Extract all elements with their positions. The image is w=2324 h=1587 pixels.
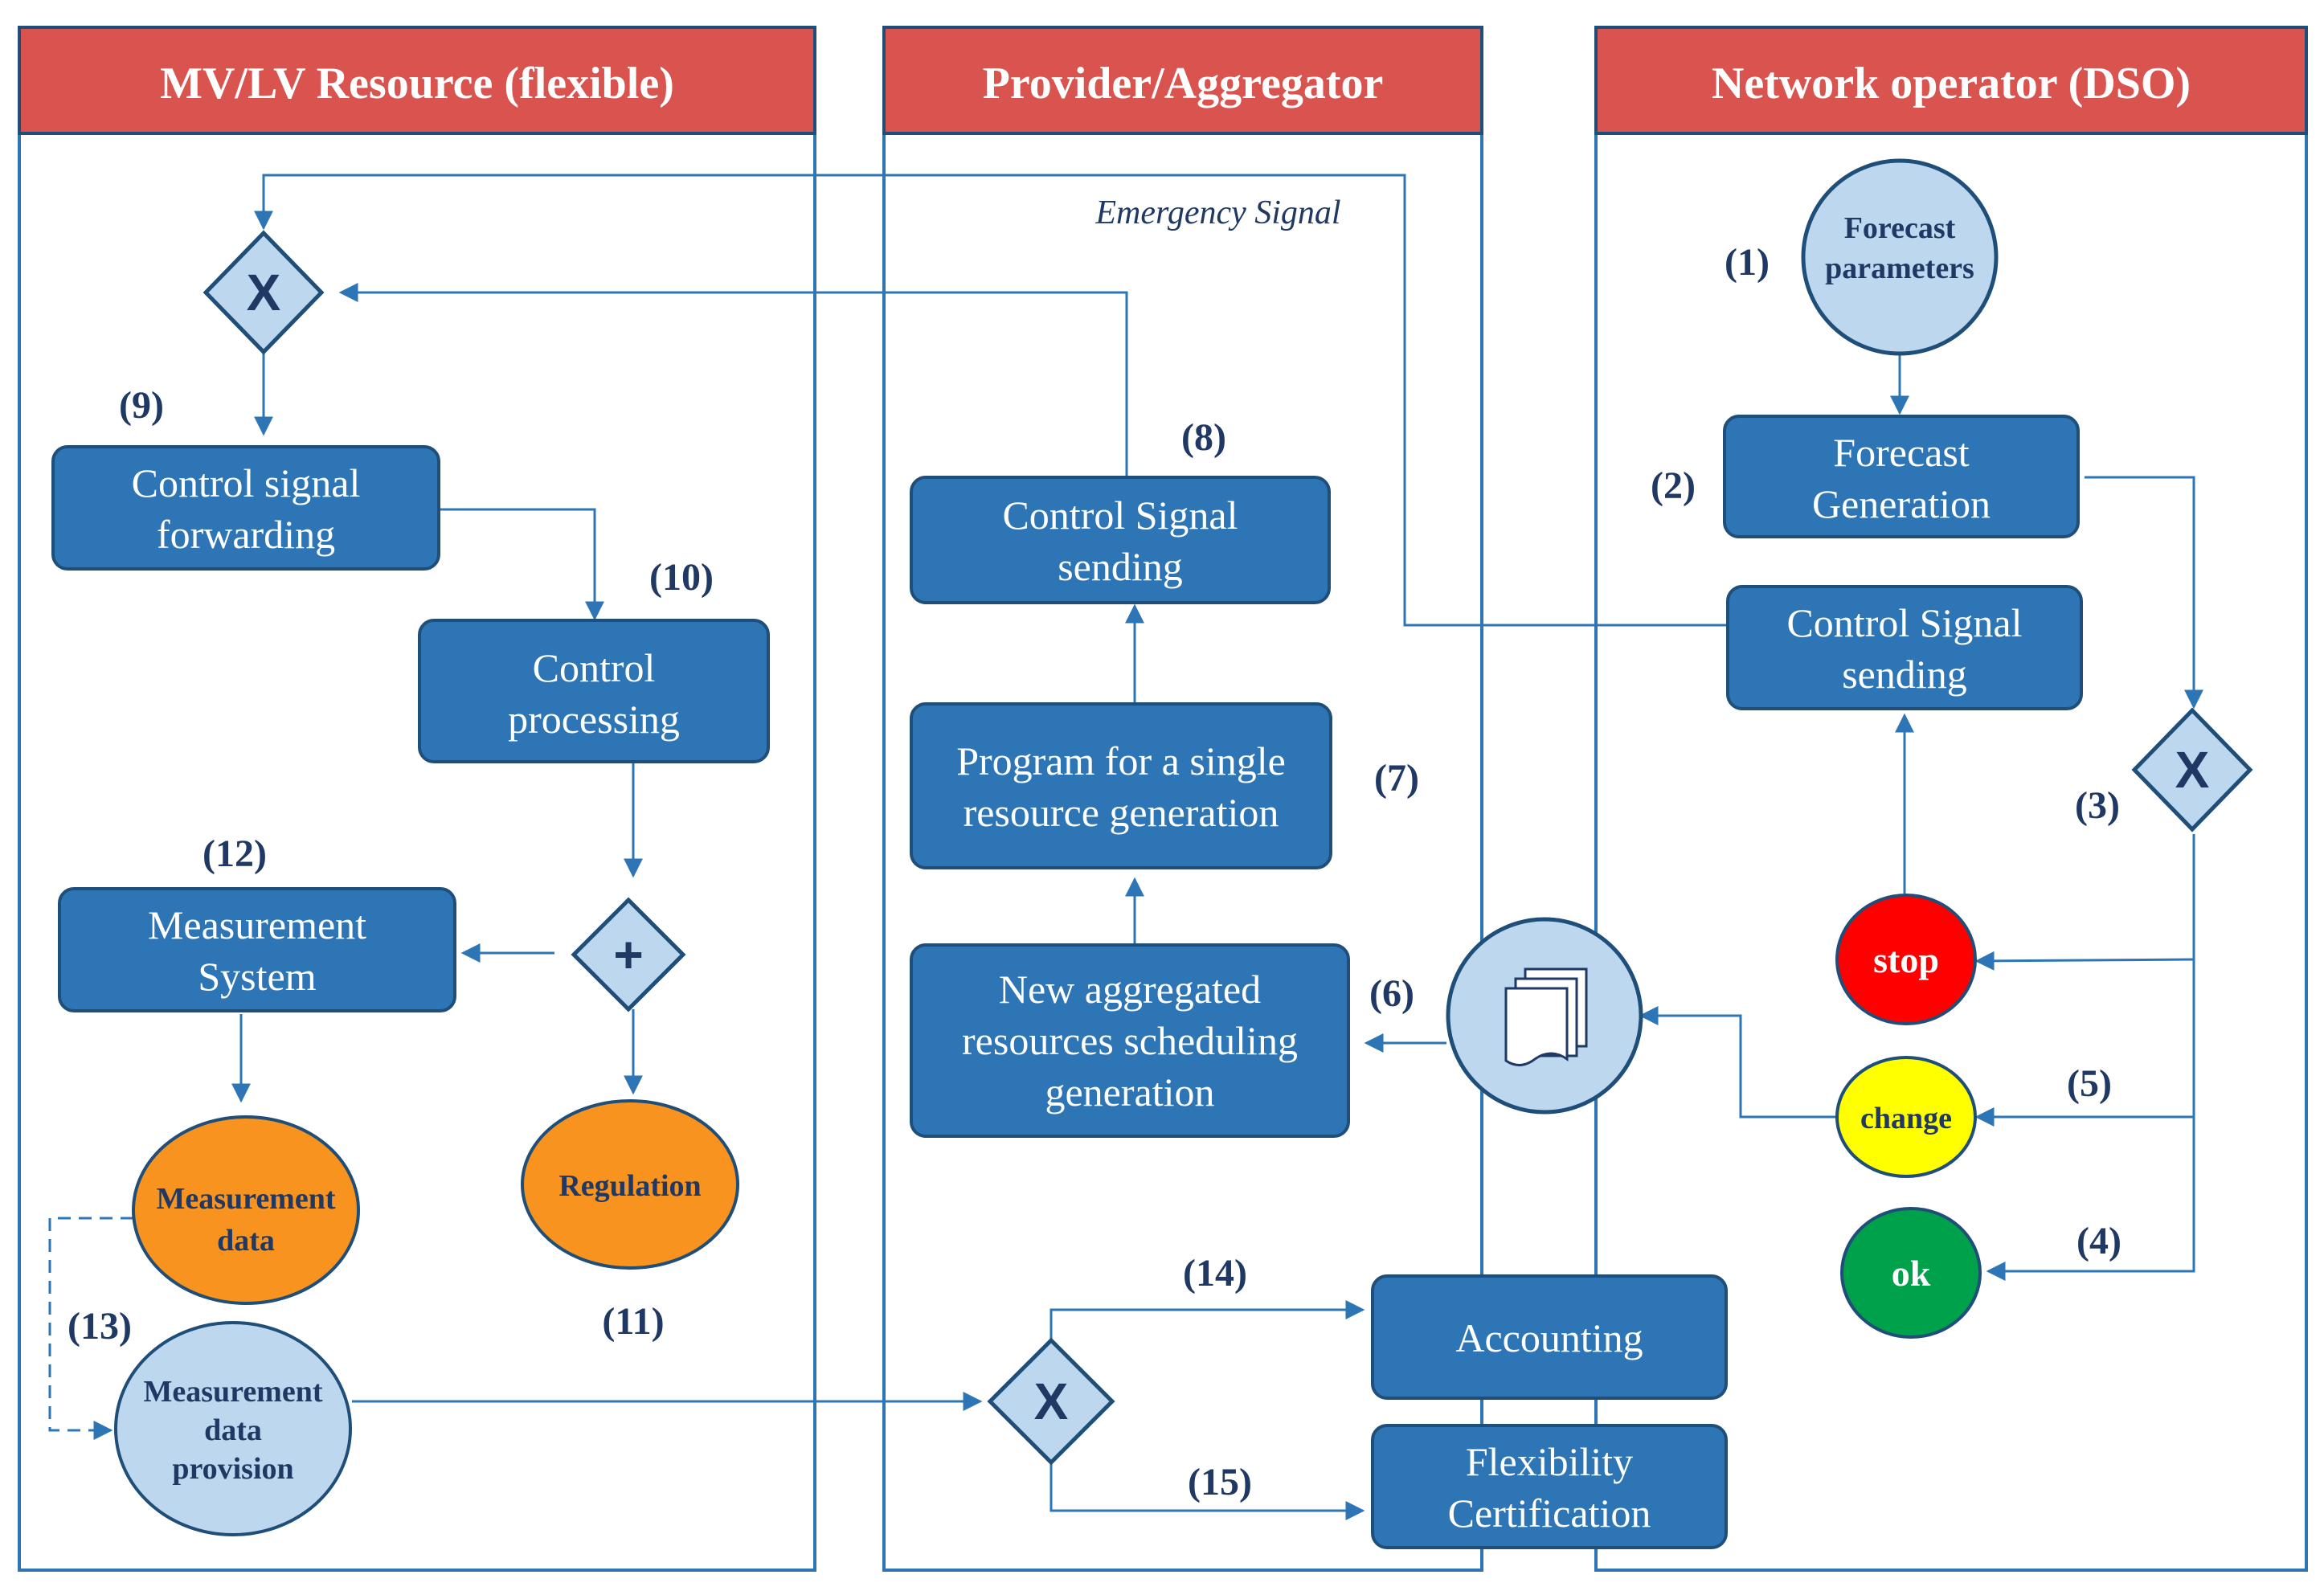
svg-text:Generation: Generation (1812, 481, 1991, 526)
provider-exclusive-gateway: X (987, 1337, 1115, 1466)
step-15: (15) (1188, 1461, 1252, 1503)
step-4: (4) (2076, 1220, 2121, 1262)
measurement-data-provision-circle: Measurement data provision (114, 1321, 352, 1536)
svg-text:Certification: Certification (1448, 1491, 1651, 1536)
forwarding-to-processing-flow (439, 508, 604, 621)
step-6: (6) (1369, 972, 1414, 1015)
lane-title-resource: MV/LV Resource (flexible) (160, 59, 674, 108)
svg-text:data: data (217, 1224, 275, 1258)
svg-text:Measurement: Measurement (143, 1375, 322, 1409)
svg-text:Control Signal: Control Signal (1786, 600, 2022, 645)
stop-circle: stop (1835, 894, 1977, 1025)
svg-text:generation: generation (1045, 1070, 1214, 1115)
gateway-plus-label: + (613, 926, 643, 984)
gateway-x-label: X (1034, 1372, 1069, 1430)
step-2: (2) (1651, 464, 1696, 507)
svg-text:ok: ok (1892, 1253, 1931, 1294)
lane-resource: MV/LV Resource (flexible) (18, 26, 816, 1572)
svg-text:processing: processing (508, 697, 680, 742)
step-9: (9) (119, 384, 164, 427)
svg-text:data: data (204, 1413, 262, 1447)
dso-exclusive-gateway: X (2131, 707, 2253, 832)
svg-text:New aggregated: New aggregated (999, 967, 1261, 1012)
svg-text:resource generation: resource generation (964, 790, 1279, 835)
provider-to-gateway-flow (338, 283, 1128, 476)
svg-text:Program for a single: Program for a single (956, 738, 1286, 783)
svg-text:Control Signal: Control Signal (1002, 493, 1238, 538)
change-to-document-flow (1639, 1006, 1837, 1119)
provider-control-signal-sending-box: Control Signal sending (910, 476, 1331, 604)
step-3: (3) (2075, 784, 2120, 827)
svg-text:Measurement: Measurement (156, 1182, 335, 1216)
measurement-system-box: Measurement System (58, 887, 456, 1012)
svg-text:stop: stop (1873, 939, 1939, 980)
step-13: (13) (68, 1305, 132, 1348)
data-to-provision-flow (48, 1217, 133, 1440)
documents-icon (1504, 967, 1588, 1066)
step-10: (10) (649, 556, 714, 599)
measurement-data-circle: Measurement data (132, 1115, 360, 1305)
svg-text:Measurement: Measurement (148, 902, 366, 947)
step-12: (12) (203, 832, 267, 875)
svg-text:Forecast: Forecast (1844, 211, 1956, 245)
svg-text:resources scheduling: resources scheduling (962, 1018, 1298, 1063)
lane-title-provider: Provider/Aggregator (983, 59, 1384, 108)
accounting-box: Accounting (1371, 1274, 1728, 1400)
lane-title-dso: Network operator (DSO) (1712, 59, 2191, 108)
svg-text:provision: provision (172, 1452, 293, 1486)
regulation-circle: Regulation (521, 1099, 739, 1270)
new-aggregated-scheduling-box: New aggregated resources scheduling gene… (910, 943, 1350, 1138)
step-5: (5) (2067, 1062, 2112, 1105)
step-1: (1) (1725, 241, 1770, 284)
flexibility-certification-box: Flexibility Certification (1371, 1424, 1728, 1549)
svg-text:Accounting: Accounting (1455, 1315, 1643, 1360)
gateway-x-label: X (247, 264, 281, 321)
change-circle: change (1835, 1056, 1977, 1178)
svg-text:Forecast: Forecast (1833, 430, 1969, 475)
step-8: (8) (1181, 416, 1226, 459)
gateway-to-certification-flow (1049, 1464, 1365, 1520)
parallel-gateway: + (571, 897, 686, 1012)
document-data-object (1446, 917, 1643, 1115)
forecast-generation-box: Forecast Generation (1723, 415, 2080, 538)
gateway-to-accounting-flow (1049, 1300, 1365, 1339)
gateway-to-stop-flow (1974, 951, 2195, 971)
control-signal-forwarding-box: Control signal forwarding (51, 445, 440, 571)
svg-text:Control signal: Control signal (132, 460, 361, 505)
step-7: (7) (1374, 757, 1419, 800)
svg-text:sending: sending (1842, 652, 1967, 697)
gateway-to-ok-flow (1986, 834, 2195, 1281)
svg-text:parameters: parameters (1825, 252, 1974, 285)
connectors (48, 174, 2203, 1520)
svg-text:Flexibility: Flexibility (1466, 1439, 1633, 1484)
step-11: (11) (602, 1300, 664, 1343)
svg-text:Regulation: Regulation (558, 1169, 701, 1203)
control-processing-box: Control processing (418, 619, 770, 763)
svg-text:forwarding: forwarding (157, 512, 335, 557)
emergency-signal-label: Emergency Signal (1094, 194, 1340, 231)
ok-circle: ok (1840, 1207, 1982, 1339)
forecast-parameters-circle: Forecast parameters (1801, 158, 1999, 356)
step-14: (14) (1183, 1252, 1247, 1295)
svg-text:System: System (198, 954, 316, 999)
emergency-signal-flow (254, 174, 1726, 627)
gateway-x-label: X (2175, 741, 2210, 799)
program-single-resource-box: Program for a single resource generation (910, 702, 1332, 869)
dso-control-signal-sending-box: Control Signal sending (1726, 585, 2083, 710)
svg-text:sending: sending (1058, 544, 1183, 589)
svg-text:Control: Control (533, 645, 656, 690)
resource-exclusive-gateway: X (203, 230, 325, 355)
svg-text:change: change (1860, 1102, 1952, 1135)
generation-to-gateway-flow (2085, 476, 2203, 710)
